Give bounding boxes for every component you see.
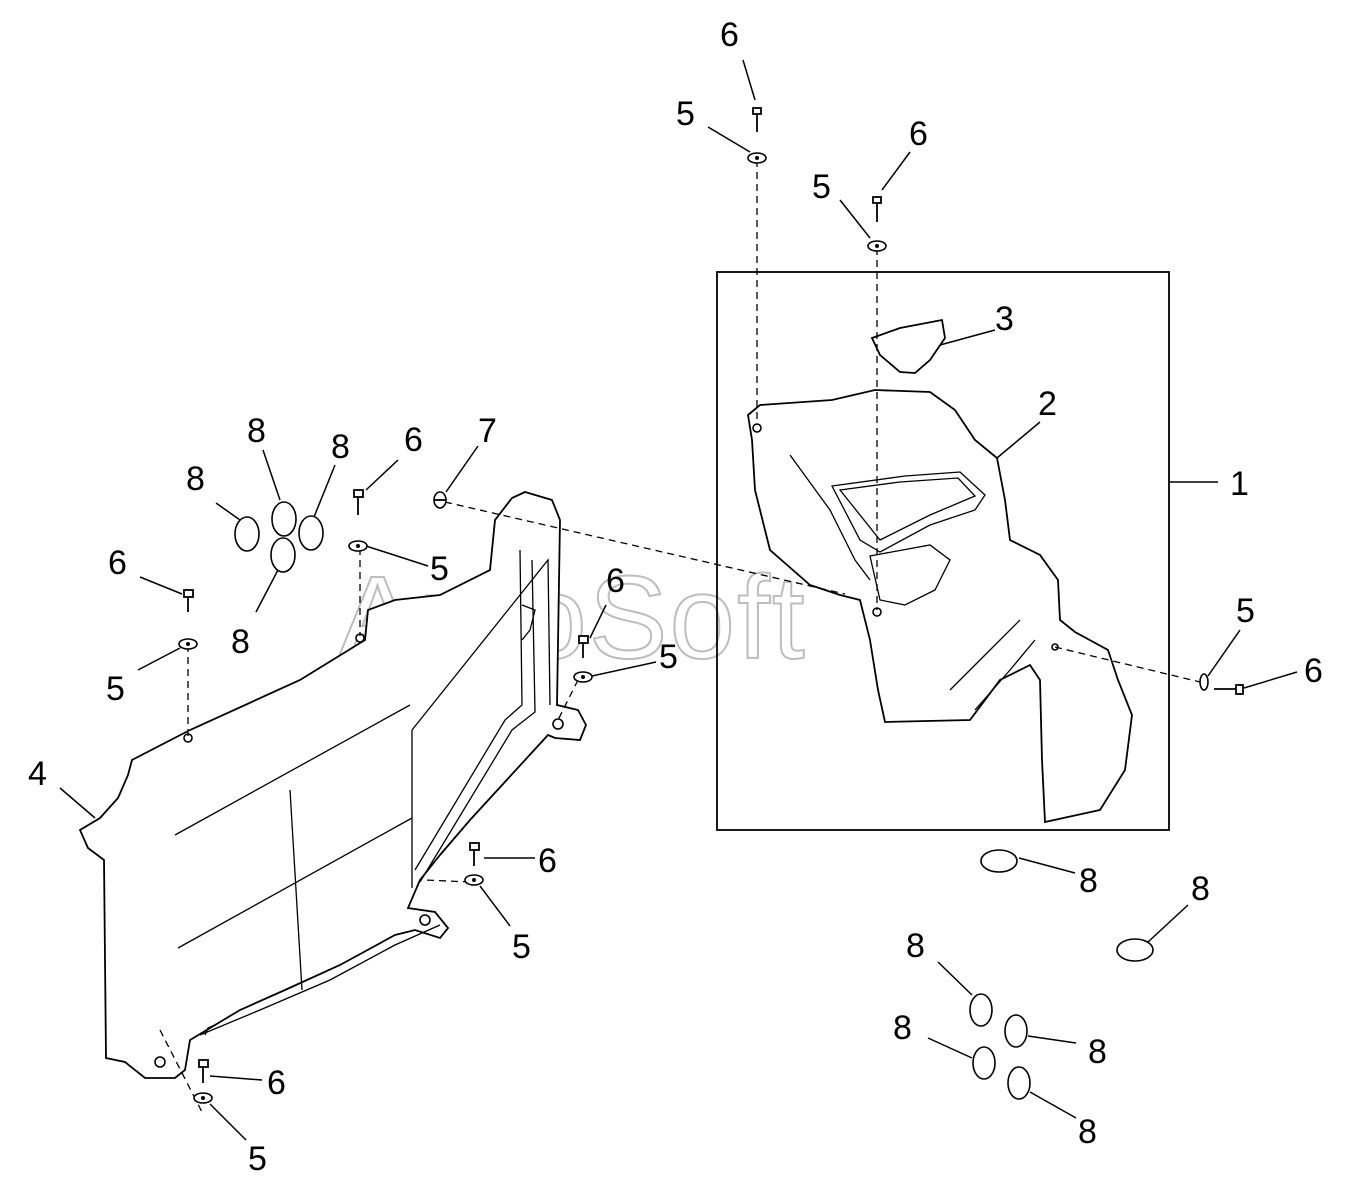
plugs-part-8 xyxy=(234,501,1154,1100)
callout-2: 2 xyxy=(1038,385,1057,423)
callout-1: 1 xyxy=(1230,465,1249,503)
callout-5: 5 xyxy=(248,1140,267,1178)
callout-6: 6 xyxy=(909,115,928,153)
callout-6: 6 xyxy=(404,421,423,459)
callout-8: 8 xyxy=(231,623,250,661)
callout-8: 8 xyxy=(1088,1033,1107,1071)
callout-5: 5 xyxy=(512,928,531,966)
callout-6: 6 xyxy=(538,842,557,880)
callout-7: 7 xyxy=(478,412,497,450)
alignment-lines xyxy=(159,160,1201,1113)
callout-6: 6 xyxy=(606,562,625,600)
part-7-clip xyxy=(433,491,447,509)
part-2-shroud xyxy=(747,389,1133,824)
part-3-pad xyxy=(870,318,946,374)
callout-8: 8 xyxy=(331,428,350,466)
callout-3: 3 xyxy=(995,300,1014,338)
callout-6: 6 xyxy=(108,544,127,582)
callout-8: 8 xyxy=(893,1009,912,1047)
callout-5: 5 xyxy=(812,168,831,206)
callout-5: 5 xyxy=(106,670,125,708)
callout-8: 8 xyxy=(1191,870,1210,908)
callout-8: 8 xyxy=(247,412,266,450)
callout-5: 5 xyxy=(659,638,678,676)
callout-4: 4 xyxy=(28,755,47,793)
callout-6: 6 xyxy=(720,16,739,54)
callout-6: 6 xyxy=(267,1064,286,1102)
callout-5: 5 xyxy=(430,550,449,588)
callout-8: 8 xyxy=(1078,1113,1097,1151)
callout-labels: 1 2 3 4 5 5 5 5 5 5 5 5 6 6 6 6 6 6 6 6 … xyxy=(28,16,1323,1178)
washers xyxy=(178,152,1209,1104)
callout-8: 8 xyxy=(1079,862,1098,900)
assembly-1-box xyxy=(716,271,1218,831)
callout-6: 6 xyxy=(1304,652,1323,690)
callout-5: 5 xyxy=(676,95,695,133)
callout-5: 5 xyxy=(1236,592,1255,630)
callout-8: 8 xyxy=(186,460,205,498)
leader-lines xyxy=(59,59,1298,1141)
callout-8: 8 xyxy=(906,927,925,965)
part-4-enclosure xyxy=(78,491,587,1079)
bolts xyxy=(183,107,1244,1083)
